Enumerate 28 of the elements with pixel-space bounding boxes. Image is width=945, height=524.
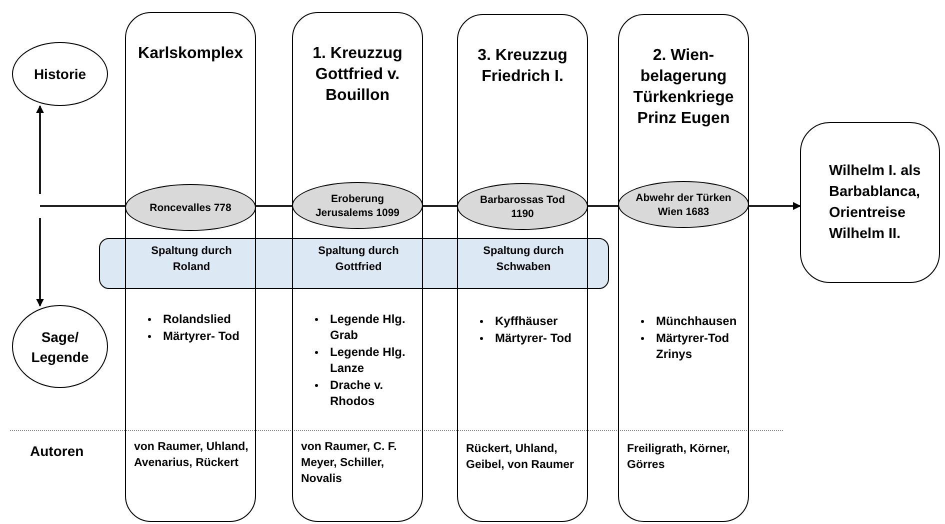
legend-item-text: Münchhausen	[656, 313, 737, 329]
author-list: von Raumer, C. F. Meyer, Schiller, Novalis	[301, 439, 418, 487]
author-list: von Raumer, Uhland, Avenarius, Rückert	[134, 439, 251, 471]
arrow	[36, 105, 44, 194]
band-text: Spaltung durch Gottfried	[317, 244, 400, 275]
author-list: Freiligrath, Körner, Görres	[627, 441, 744, 473]
column-heading: 1. Kreuzzug Gottfried v. Bouillon	[312, 44, 404, 106]
legend-item-text: Rolandslied	[163, 311, 232, 327]
band	[99, 238, 609, 289]
legend-item-text: Märtyrer- Tod	[163, 328, 240, 344]
legend-item-text: Märtyrer- Tod	[495, 330, 572, 346]
legend-item-text: Kyffhäuser	[495, 313, 558, 329]
legend-item-text: Legende Hlg. Lanze	[330, 344, 406, 376]
arrow	[36, 218, 44, 307]
category-ellipse: Sage/ Legende	[12, 305, 108, 388]
category-ellipse: Historie	[12, 42, 108, 106]
band-text: Spaltung durch Schwaben	[482, 244, 565, 275]
outcome-box: Wilhelm I. als Barbablanca, Orientreise Wilhelm II.	[800, 122, 940, 283]
column-heading: 3. Kreuzzug Friedrich I.	[476, 46, 568, 87]
column-heading: Karlskomplex	[137, 44, 244, 64]
row-label: Autoren	[30, 442, 84, 461]
legend-item-text: Drache v. Rhodos	[330, 377, 384, 409]
band-text: Spaltung durch Roland	[150, 244, 233, 275]
legend-item-text: Legende Hlg. Grab	[330, 311, 406, 343]
column-heading: 2. Wien- belagerung Türkenkriege Prinz Eugen	[632, 46, 735, 129]
arrow	[749, 202, 801, 210]
author-list: Rückert, Uhland, Geibel, von Raumer	[466, 441, 583, 473]
legend-item-text: Märtyrer-Tod Zrinys	[656, 330, 730, 362]
